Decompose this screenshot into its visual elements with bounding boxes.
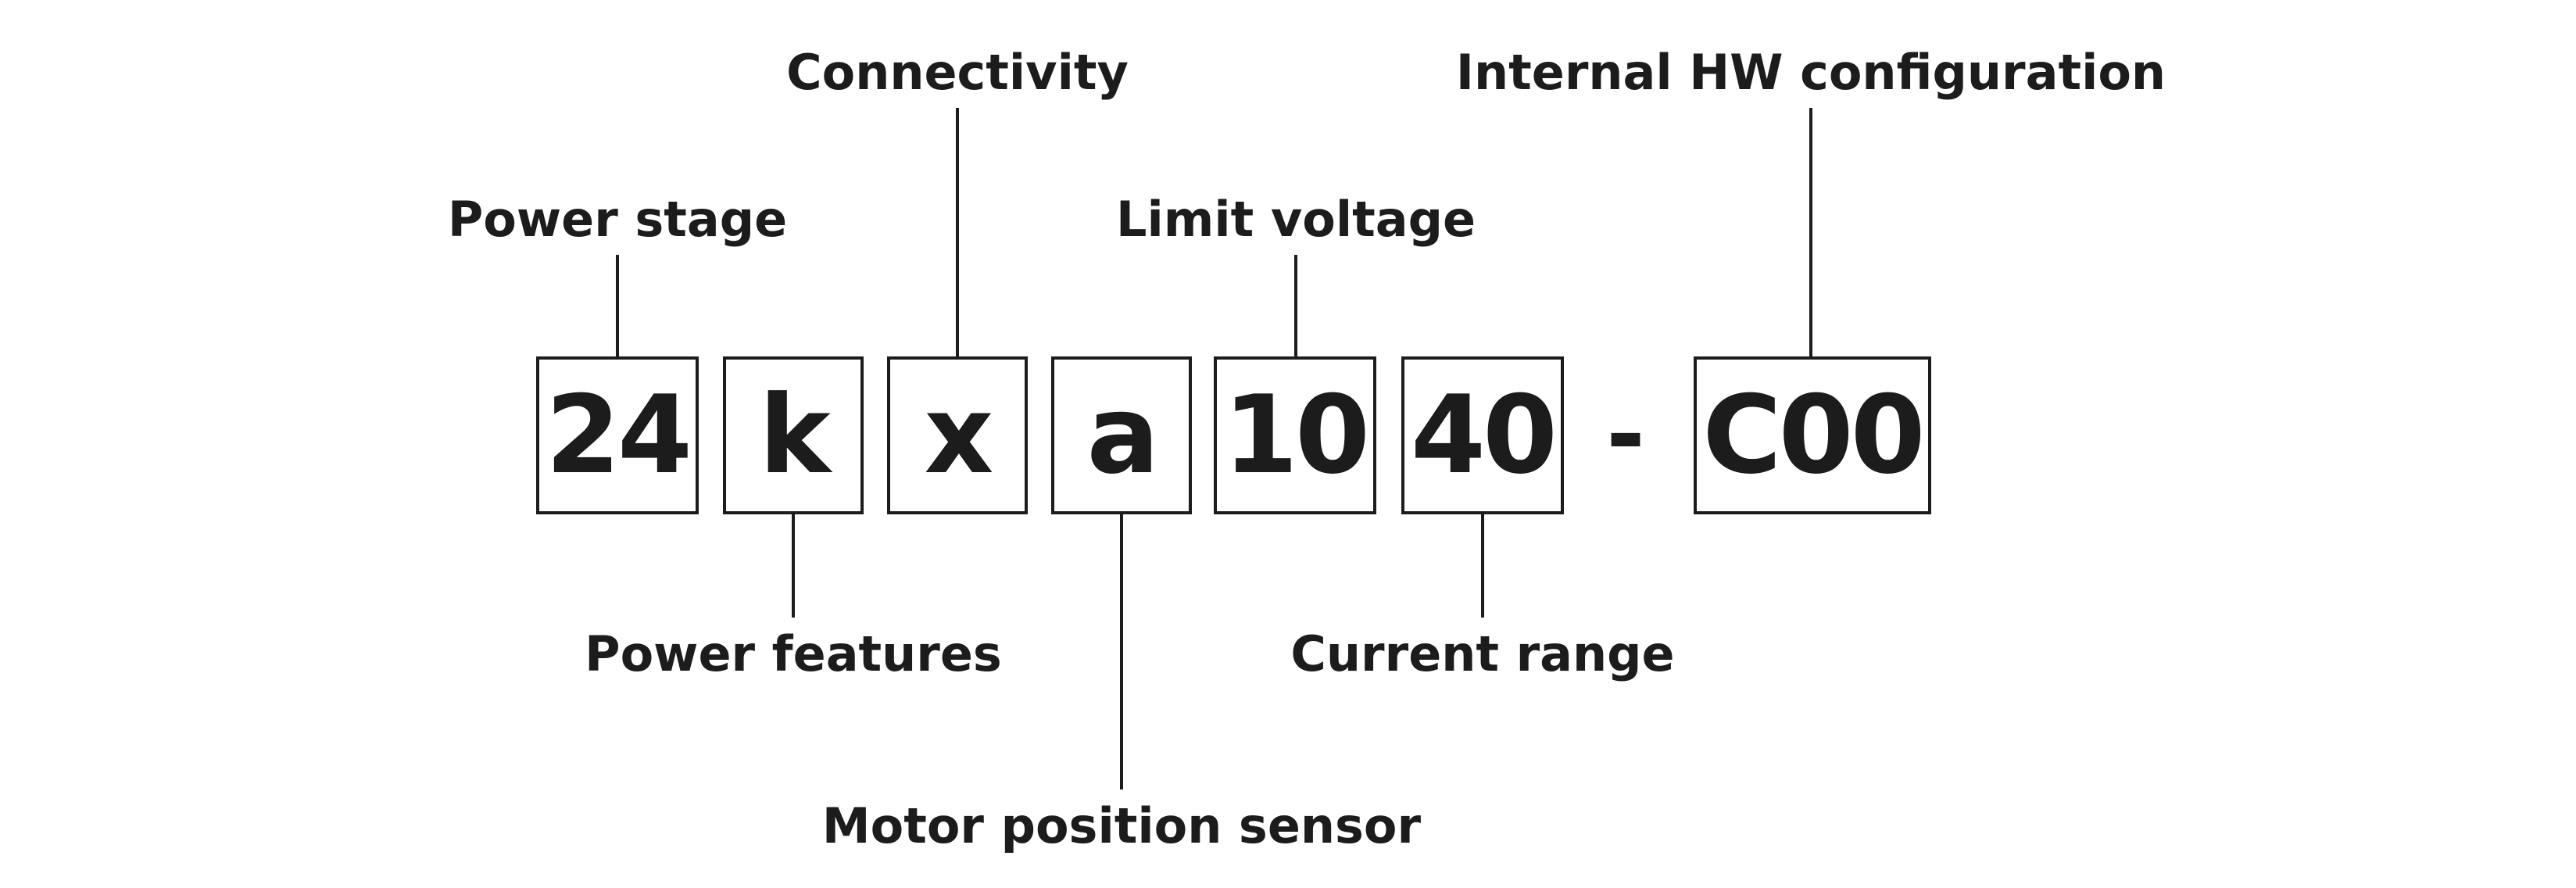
code-separator: - [1606,381,1645,489]
code-box-current-range: 40 [1401,356,1564,514]
label-motor-position-sensor: Motor position sensor [821,797,1422,854]
connector-line-power-features [792,514,795,618]
connector-line-internal-hw-configuration [1809,108,1812,358]
label-power-features: Power features [585,625,1002,682]
label-internal-hw-configuration: Internal HW configuration [1455,44,2166,101]
connector-line-connectivity [956,108,959,358]
label-power-stage: Power stage [447,191,788,248]
code-box-connectivity: x [887,356,1028,514]
code-box-internal-hw-configuration: C00 [1694,356,1931,514]
code-box-power-features: k [723,356,864,514]
connector-line-power-stage [616,255,619,358]
connector-line-current-range [1481,514,1484,618]
label-connectivity: Connectivity [786,44,1129,101]
code-box-power-stage: 24 [536,356,699,514]
code-box-limit-voltage: 10 [1214,356,1376,514]
code-box-motor-position-sensor: a [1051,356,1192,514]
connector-line-motor-position-sensor [1120,514,1123,790]
label-current-range: Current range [1290,625,1675,682]
connector-line-limit-voltage [1294,255,1297,358]
label-limit-voltage: Limit voltage [1115,191,1476,248]
